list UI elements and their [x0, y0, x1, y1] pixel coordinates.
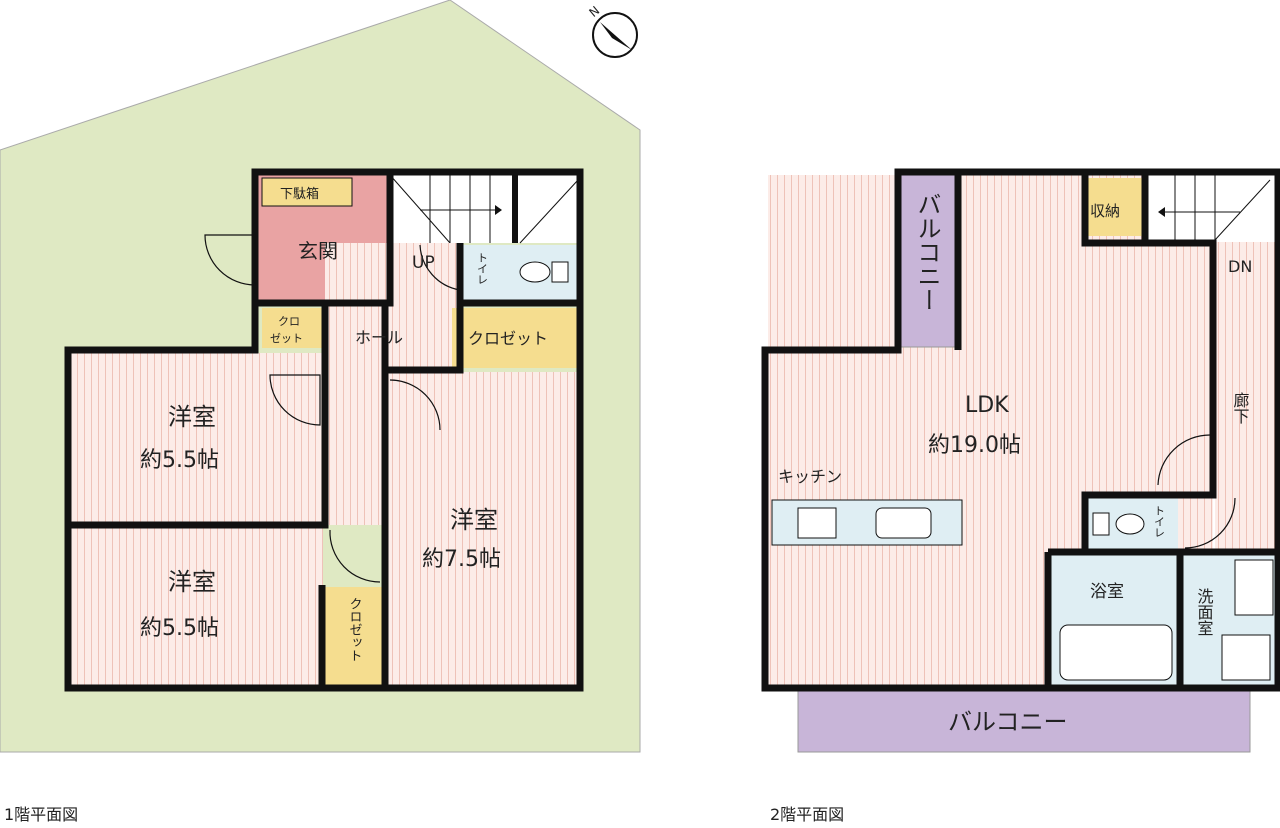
- floor1-caption: 1階平面図: [4, 805, 78, 824]
- label-room-a-size: 約5.5帖: [140, 448, 219, 473]
- floor2-plan: [761, 168, 1280, 753]
- label-kitchen: キッチン: [778, 467, 842, 486]
- stairs-2f: [1148, 175, 1276, 240]
- shoebox: [261, 177, 353, 207]
- label-toilet-2f: トイレ: [1153, 505, 1166, 538]
- label-ldk-name: LDK: [965, 393, 1009, 418]
- stairs: [390, 175, 578, 243]
- corridor: [1215, 242, 1275, 550]
- storage: [1085, 178, 1143, 236]
- closet-small-top: [262, 308, 322, 348]
- label-bath: 浴室: [1090, 582, 1124, 602]
- closet-vertical: [325, 587, 383, 686]
- label-ldk-size: 約19.0帖: [928, 433, 1021, 458]
- label-closet-hall: クロゼット: [468, 329, 548, 348]
- label-room-a-name: 洋室: [168, 403, 216, 431]
- closet-hall: [452, 308, 578, 368]
- svg-text:N: N: [586, 3, 602, 19]
- label-storage: 収納: [1090, 202, 1120, 220]
- label-washroom: 洗面室: [1195, 588, 1214, 636]
- label-dn: DN: [1228, 257, 1252, 276]
- label-room-b-size: 約5.5帖: [140, 616, 219, 641]
- label-balcony-side: バルコニー: [913, 192, 941, 312]
- label-closet-small-2: ゼット: [270, 332, 303, 345]
- label-corridor: 廊下: [1231, 392, 1250, 424]
- room-b: [70, 528, 323, 686]
- room-c: [388, 372, 578, 686]
- label-room-c-name: 洋室: [450, 506, 498, 534]
- balcony-bottom: [797, 689, 1251, 753]
- label-toilet-1f: トイレ: [476, 252, 489, 285]
- label-closet-small-1: クロ: [278, 315, 300, 328]
- floor1-plan: [64, 168, 584, 692]
- label-balcony-bottom: バルコニー: [948, 708, 1068, 736]
- label-shoebox: 下駄箱: [280, 186, 319, 202]
- label-room-b-name: 洋室: [168, 568, 216, 596]
- label-closet-vertical: クロゼット: [347, 597, 363, 662]
- label-hall: ホール: [355, 328, 403, 347]
- floor2-caption: 2階平面図: [770, 805, 844, 824]
- label-up: UP: [412, 253, 435, 273]
- room-a: [70, 353, 323, 523]
- label-room-c-size: 約7.5帖: [422, 547, 501, 572]
- compass-icon: N: [586, 3, 638, 58]
- label-entrance: 玄関: [298, 239, 338, 263]
